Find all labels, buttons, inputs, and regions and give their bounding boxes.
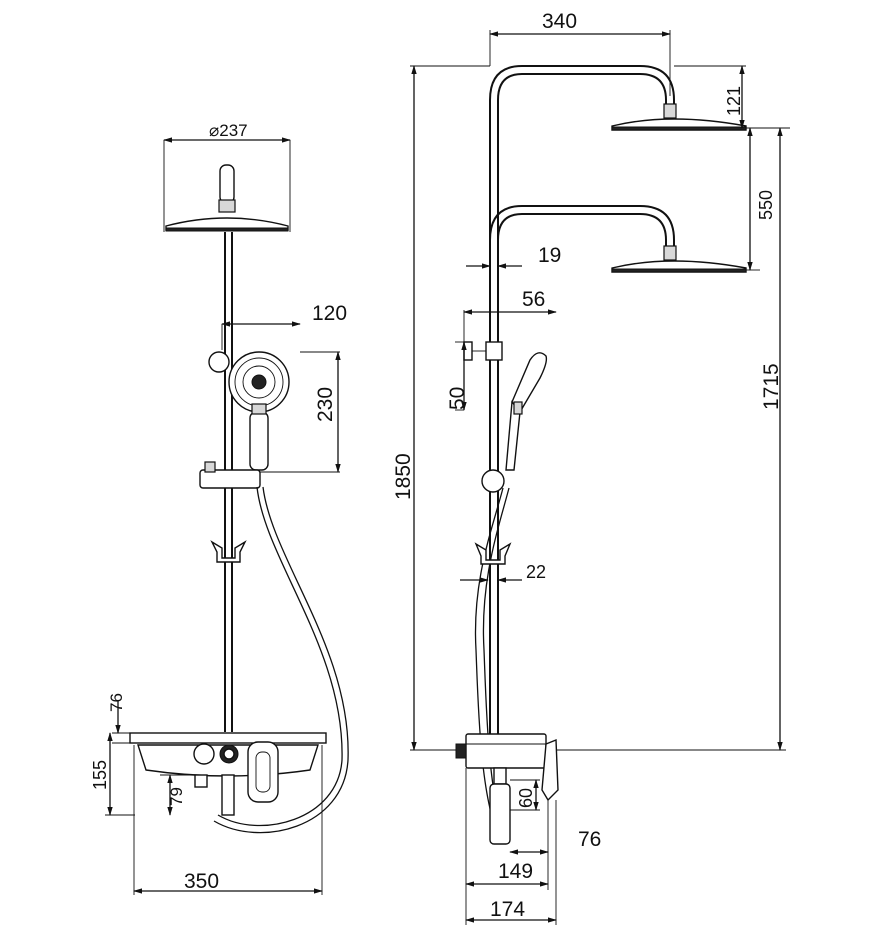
label-pipe-offset: 56 [522,288,545,311]
front-rain-head [163,137,291,232]
side-hand-shower [460,352,548,839]
side-lower-arm [489,205,747,273]
label-lever-projection: 76 [578,828,601,851]
side-wall-bracket [455,341,503,411]
label-outlet-height: 79 [167,787,186,806]
label-total-depth: 174 [490,898,525,921]
front-slider [199,461,349,834]
label-head-spacing: 550 [756,190,776,220]
label-handshower-width: 120 [312,302,347,325]
label-top-drop: 121 [724,86,744,116]
label-shelf-thickness: 76 [107,693,126,712]
label-shelf-width: 350 [184,870,219,893]
label-head-height: 1715 [760,363,783,410]
front-hand-shower [208,321,341,473]
label-pipe-diameter: 19 [538,244,561,267]
side-view [410,30,790,925]
label-handshower-height: 230 [314,387,337,422]
label-total-height: 1850 [392,453,415,500]
label-diameter: ⌀237 [209,121,248,140]
label-hose-offset: 22 [526,562,546,582]
label-bracket-height: 50 [446,387,469,410]
side-mixer [455,733,559,925]
label-body-depth: 149 [498,860,533,883]
label-valve-height: 60 [516,788,536,808]
front-view [105,137,349,895]
side-top-arm [489,65,747,740]
label-mixer-height: 155 [90,760,110,790]
front-mixer [105,700,327,895]
label-arm-length: 340 [542,10,577,33]
